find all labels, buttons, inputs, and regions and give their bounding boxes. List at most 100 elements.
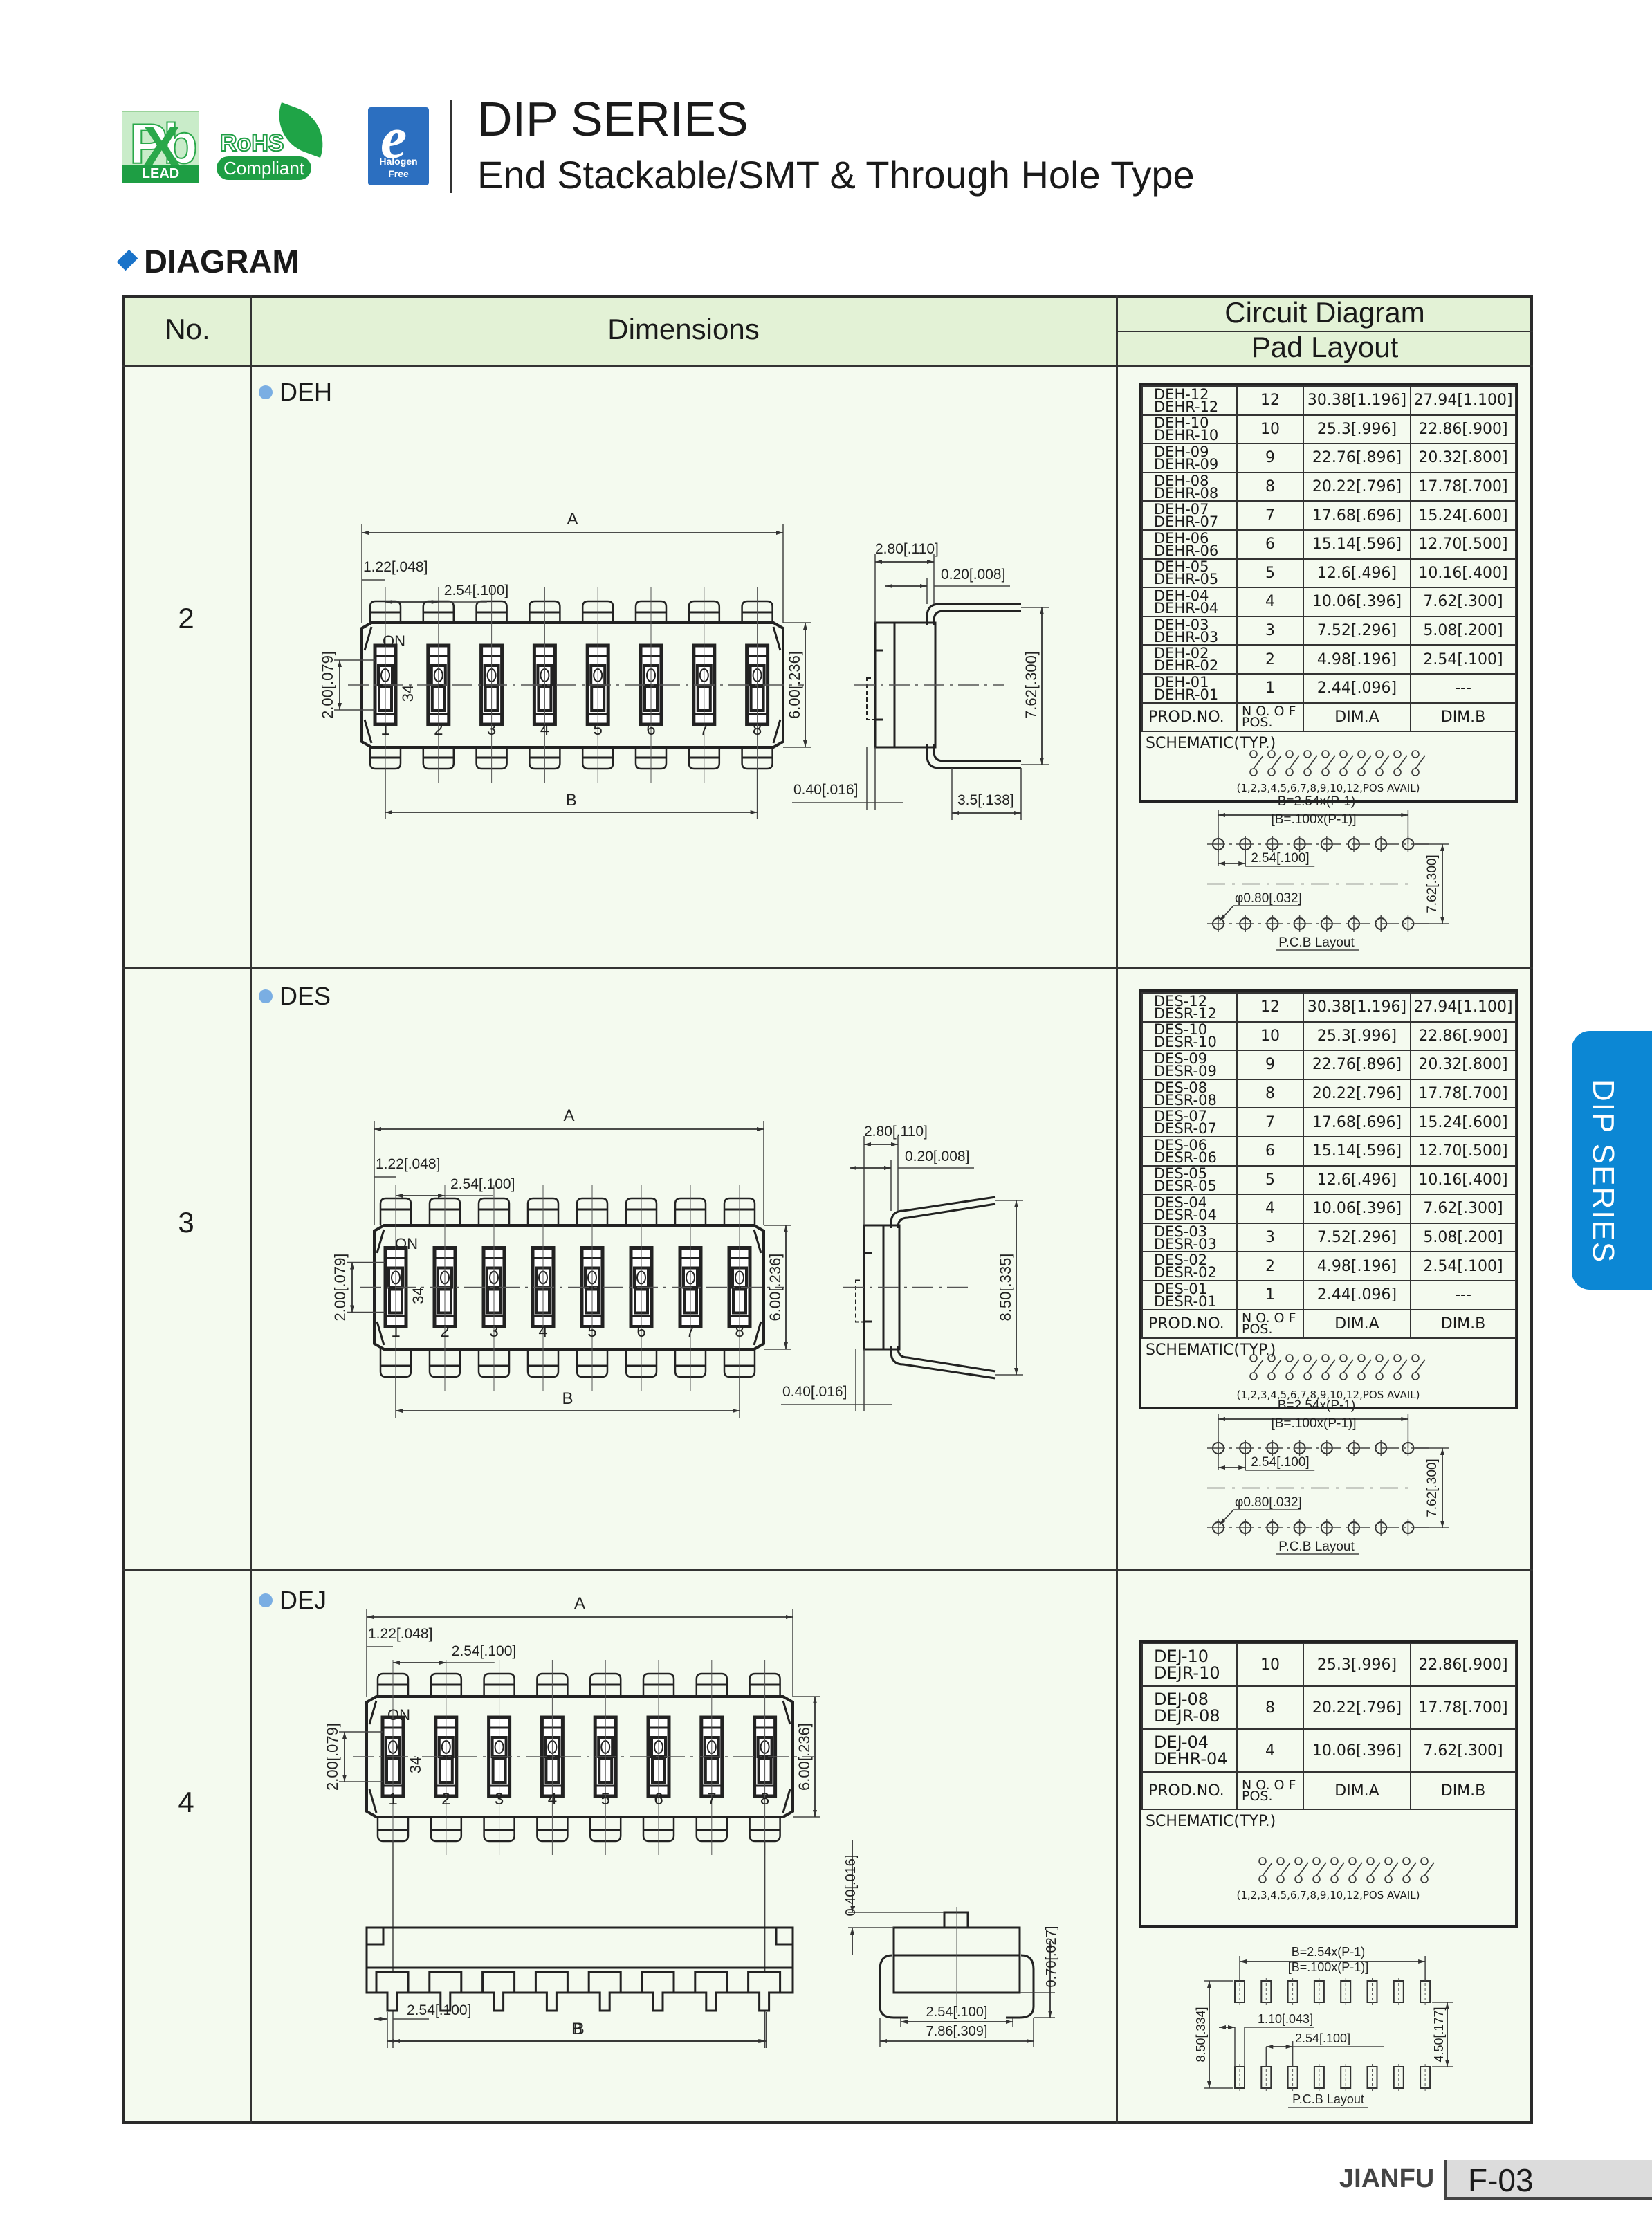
dim-b-cell: 20.32[.800] bbox=[1410, 1050, 1516, 1080]
logo-compliant-text: Compliant bbox=[217, 156, 312, 180]
dim-b-cell: 22.86[.900] bbox=[1410, 1643, 1516, 1687]
header-line: POS. bbox=[1242, 715, 1273, 731]
schematic-note: (1,2,3,4,5,6,7,8,9,10,12,POS AVAIL) bbox=[1236, 782, 1420, 795]
header-prod-no: PROD.NO. bbox=[1141, 1771, 1238, 1810]
prod-no-line: DEHR-04 bbox=[1154, 599, 1219, 616]
schematic-note: (1,2,3,4,5,6,7,8,9,10,12,POS AVAIL) bbox=[1236, 1389, 1420, 1402]
rohs-logo: RoHS Compliant bbox=[214, 102, 346, 187]
schematic-note: (1,2,3,4,5,6,7,8,9,10,12,POS AVAIL) bbox=[1236, 1889, 1420, 1901]
divider bbox=[1117, 331, 1533, 332]
pos-cell: 9 bbox=[1236, 1050, 1304, 1080]
header-line: N O. O F bbox=[1242, 1310, 1296, 1326]
page-number: F-03 bbox=[1468, 2162, 1534, 2198]
prod-no-line: DEJR-10 bbox=[1154, 1663, 1220, 1683]
pos-cell: 3 bbox=[1236, 615, 1304, 646]
schematic-area: SCHEMATIC(TYP.)(1,2,3,4,5,6,7,8,9,10,12,… bbox=[1141, 1810, 1515, 1925]
table-header-row bbox=[125, 298, 1530, 367]
prod-no-line: DESR-03 bbox=[1154, 1235, 1217, 1252]
dim-b-cell: 15.24[.600] bbox=[1410, 1107, 1516, 1137]
prod-no-line: DEHR-02 bbox=[1154, 657, 1219, 674]
header-line: N O. O F bbox=[1242, 1778, 1296, 1793]
row-number: 2 bbox=[178, 602, 194, 634]
header-dim-a: DIM.A bbox=[1303, 702, 1411, 733]
pos-cell: 12 bbox=[1236, 385, 1304, 416]
pos-cell: 1 bbox=[1236, 673, 1304, 704]
prod-no-line: DEH-07 bbox=[1154, 501, 1209, 518]
prod-no-line: DEH-08 bbox=[1154, 472, 1209, 489]
pos-cell: 9 bbox=[1236, 443, 1304, 473]
side-tab-dip-series[interactable]: DIP SERIES bbox=[1572, 1031, 1652, 1290]
dim-a-cell: 12.6[.496] bbox=[1303, 558, 1411, 589]
pos-cell: 7 bbox=[1236, 500, 1304, 531]
dim-a-cell: 30.38[1.196] bbox=[1303, 992, 1411, 1023]
prod-no-line: DESR-04 bbox=[1154, 1206, 1217, 1223]
halogen-free-logo: e Halogen Free bbox=[368, 104, 429, 185]
prod-no-line: DEHR-09 bbox=[1154, 455, 1219, 473]
pos-cell: 6 bbox=[1236, 529, 1304, 560]
divider bbox=[122, 967, 1533, 969]
diamond-bullet-icon bbox=[116, 249, 138, 271]
divider bbox=[122, 365, 1533, 367]
header-dim-b: DIM.B bbox=[1410, 1308, 1516, 1340]
logo-halogen-text: Halogen bbox=[379, 156, 418, 167]
prod-no-line: DESR-06 bbox=[1154, 1149, 1217, 1166]
header-line: N O. O F bbox=[1242, 704, 1296, 720]
page-subtitle: End Stackable/SMT & Through Hole Type bbox=[477, 153, 1195, 197]
prod-no-line: DES-10 bbox=[1154, 1021, 1208, 1039]
dim-a-cell: 2.44[.096] bbox=[1303, 1279, 1411, 1310]
dim-a-cell: 25.3[.996] bbox=[1303, 1643, 1411, 1687]
header-dim-a: DIM.A bbox=[1303, 1771, 1411, 1810]
dim-a-cell: 20.22[.796] bbox=[1303, 1078, 1411, 1109]
header-prod-no: PROD.NO. bbox=[1141, 1308, 1238, 1340]
header-circuit-diagram: Circuit Diagram bbox=[1224, 296, 1425, 329]
dim-a-cell: 25.3[.996] bbox=[1303, 1021, 1411, 1052]
bullet-icon bbox=[259, 385, 273, 399]
divider bbox=[122, 1569, 1533, 1571]
prod-no-line: DES-09 bbox=[1154, 1050, 1208, 1067]
schematic-area: SCHEMATIC(TYP.)(1,2,3,4,5,6,7,8,9,10,12,… bbox=[1141, 1339, 1515, 1407]
pos-cell: 8 bbox=[1236, 471, 1304, 502]
prod-no-line: DESR-01 bbox=[1154, 1292, 1217, 1310]
header-dim-b: DIM.B bbox=[1410, 1771, 1516, 1810]
row-number: 3 bbox=[178, 1206, 194, 1239]
prod-no-line: DESR-12 bbox=[1154, 1005, 1217, 1022]
dim-b-cell: 10.16[.400] bbox=[1410, 1164, 1516, 1196]
header-line: POS. bbox=[1242, 1322, 1273, 1337]
prod-no-line: DES-05 bbox=[1154, 1165, 1208, 1182]
dim-a-cell: 7.52[.296] bbox=[1303, 615, 1411, 646]
prod-no-line: DEHR-03 bbox=[1154, 628, 1219, 646]
prod-no-line: DESR-09 bbox=[1154, 1062, 1217, 1079]
header-dim-b: DIM.B bbox=[1410, 702, 1516, 733]
prod-no-line: DEH-03 bbox=[1154, 616, 1209, 633]
dim-a-cell: 22.76[.896] bbox=[1303, 1050, 1411, 1080]
dim-a-cell: 22.76[.896] bbox=[1303, 443, 1411, 473]
prod-no-line: DES-01 bbox=[1154, 1280, 1208, 1297]
pos-cell: 8 bbox=[1236, 1078, 1304, 1109]
